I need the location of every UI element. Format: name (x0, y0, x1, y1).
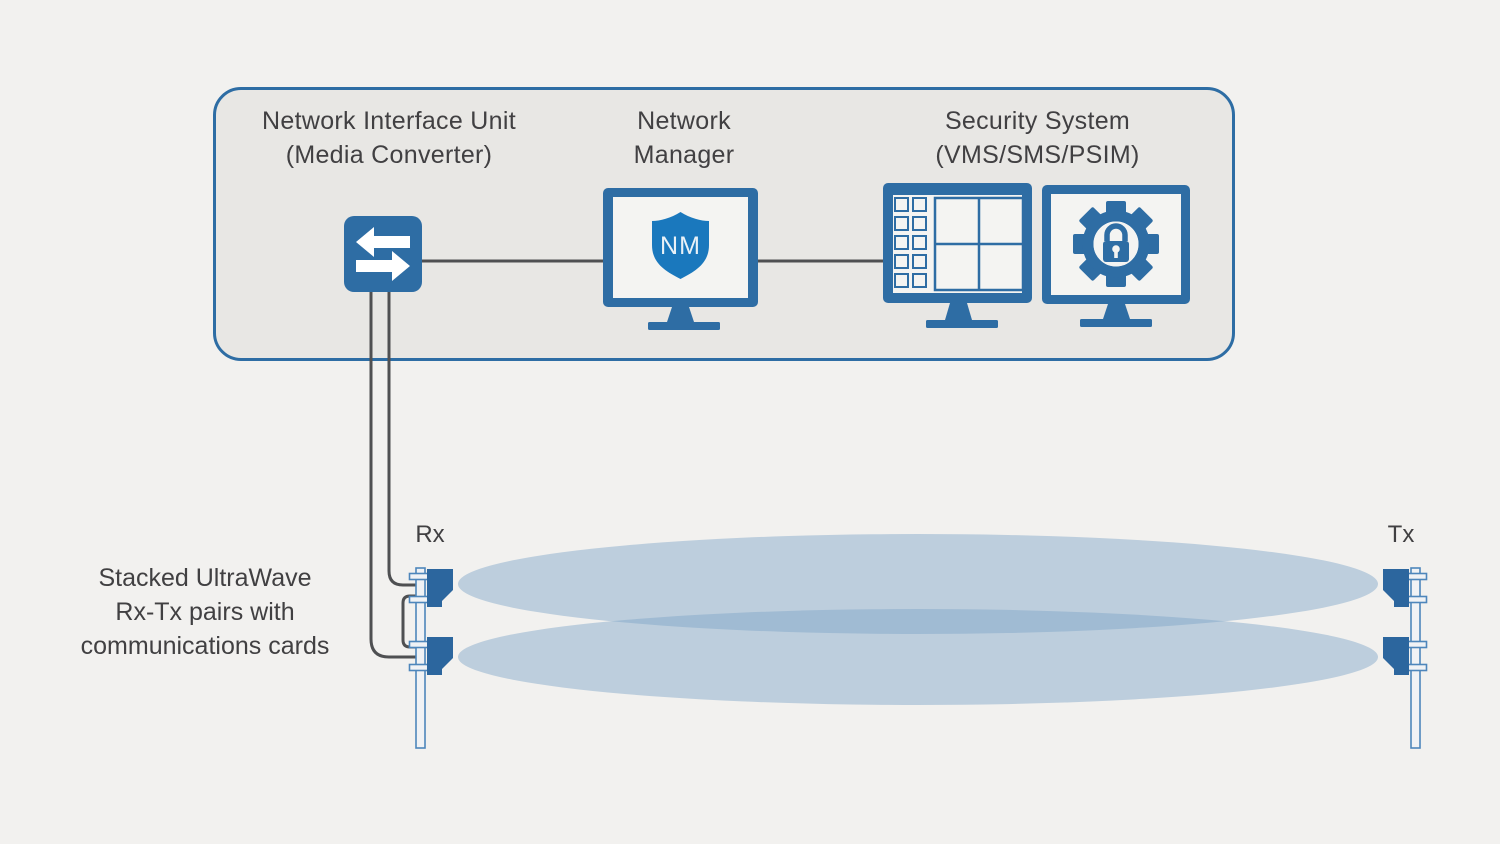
caption-line3: communications cards (80, 632, 330, 660)
nm-shield-icon (652, 212, 709, 279)
stacked-ultrawave-caption: Stacked UltraWave Rx-Tx pairs with commu… (55, 561, 355, 663)
niu-label: Network Interface Unit (Media Converter) (213, 104, 565, 172)
tx-antenna (1383, 567, 1428, 749)
network-manager-label-line2: Manager (633, 141, 735, 169)
rx-sensor-lower (427, 637, 453, 675)
cable-rx-jumper-loop (401, 594, 418, 649)
arrow-left-icon (356, 227, 410, 257)
cables (369, 259, 883, 659)
cable-converter-to-rx-lower (369, 292, 418, 659)
media-converter-body (344, 216, 422, 292)
tx-pole (1410, 567, 1421, 749)
niu-label-line2: (Media Converter) (285, 141, 493, 169)
lock-keyhole-slot (1114, 251, 1118, 258)
network-manager-label: Network Manager (594, 104, 774, 172)
tx-label: Tx (1387, 521, 1415, 548)
monitor-stand (945, 303, 972, 320)
media-converter-icon (344, 216, 422, 292)
security-monitor (1042, 185, 1190, 327)
video-wall-monitor (883, 183, 1032, 328)
rx-label: Rx (415, 521, 445, 548)
gear-ring (1082, 210, 1150, 278)
gear-lock-icon (1073, 201, 1159, 287)
monitor-base (648, 322, 720, 330)
quad-view-icon (933, 196, 1025, 292)
tx-sensor-upper (1383, 569, 1409, 607)
camera-thumbnail-grid-icon (894, 197, 927, 288)
network-manager-monitor: NM (603, 188, 758, 330)
lock-keyhole (1112, 245, 1120, 253)
niu-label-line1: Network Interface Unit (262, 107, 516, 135)
caption-line2: Rx-Tx pairs with (115, 598, 295, 626)
network-manager-label-line1: Network (637, 107, 731, 135)
rx-sensor-upper (427, 569, 453, 607)
security-system-label-line1: Security System (944, 107, 1131, 135)
cable-converter-to-rx-upper (387, 292, 418, 587)
monitor-stand (1103, 304, 1130, 319)
monitor-base (1080, 319, 1152, 327)
lock-shackle (1104, 223, 1128, 241)
tx-sensor-lower (1383, 637, 1409, 675)
microwave-beam-upper (458, 534, 1378, 634)
microwave-beams (458, 534, 1378, 705)
security-system-label-line2: (VMS/SMS/PSIM) (935, 141, 1140, 169)
microwave-beam-lower (458, 609, 1378, 705)
monitor-stand (667, 307, 694, 322)
security-system-label: Security System (VMS/SMS/PSIM) (855, 104, 1220, 172)
rx-pole (415, 567, 426, 749)
rx-antenna (408, 567, 453, 749)
arrow-right-icon (356, 251, 410, 281)
caption-line1: Stacked UltraWave (98, 564, 312, 592)
monitor-base (926, 320, 998, 328)
nm-shield-text: NM (660, 232, 701, 260)
